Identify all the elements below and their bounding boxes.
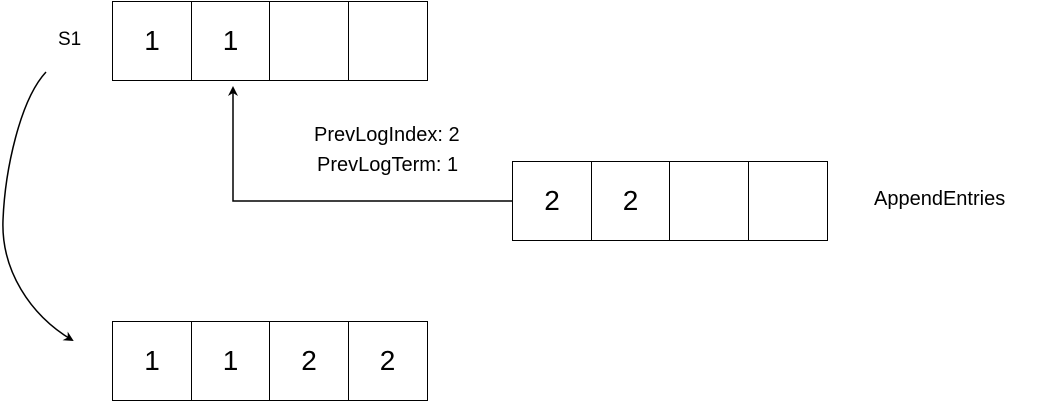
- log-entry: 1: [112, 321, 192, 401]
- log-entry: 1: [190, 321, 271, 401]
- prev-log-index-label: PrevLogIndex: 2: [314, 124, 460, 146]
- append-entries-log: 2 2: [512, 161, 828, 241]
- server-label: S1: [58, 29, 82, 50]
- log-entry: 2: [269, 321, 349, 401]
- log-entry: 2: [347, 321, 428, 401]
- log-entry: [347, 1, 428, 81]
- s1-log: 1 1: [112, 1, 428, 81]
- log-entry: [669, 161, 749, 241]
- log-entry: 2: [512, 161, 592, 241]
- result-log: 1 1 2 2: [112, 321, 428, 401]
- append-entries-label: AppendEntries: [874, 188, 1006, 210]
- prev-log-term-label: PrevLogTerm: 1: [317, 154, 459, 176]
- log-entry: [269, 1, 349, 81]
- log-entry: 1: [112, 1, 192, 81]
- log-entry: 2: [590, 161, 671, 241]
- transition-arrow: [2, 71, 74, 342]
- log-entry: [747, 161, 828, 241]
- log-entry: 1: [190, 1, 271, 81]
